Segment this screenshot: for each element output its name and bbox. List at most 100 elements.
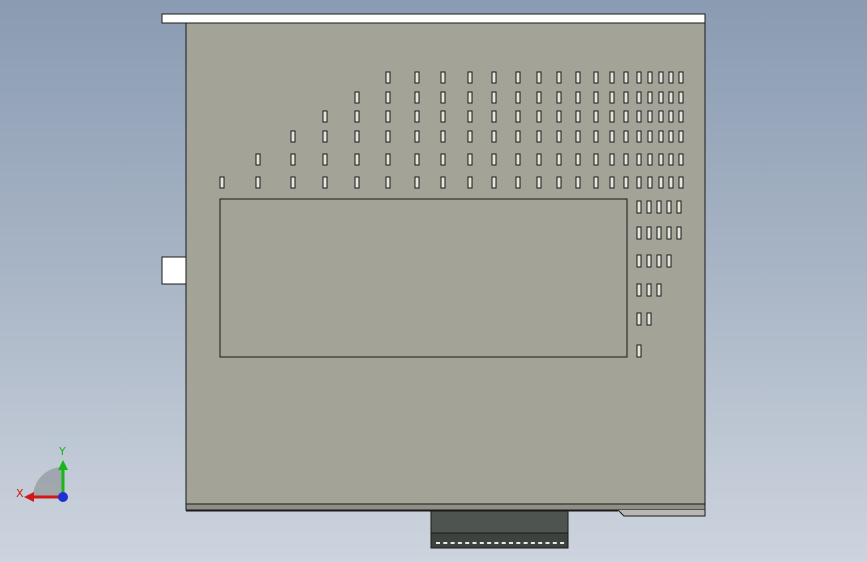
vent-slot <box>623 91 629 104</box>
vent-slot <box>636 312 642 326</box>
vent-slot <box>658 176 664 189</box>
vent-slot <box>636 110 642 123</box>
side-tab <box>161 256 187 285</box>
vent-slot <box>656 226 662 240</box>
top-flange <box>161 13 706 24</box>
vent-slot <box>440 176 446 189</box>
vent-slot <box>536 176 542 189</box>
vent-slot <box>647 130 653 143</box>
vent-slot <box>515 153 521 166</box>
vent-slot <box>666 226 672 240</box>
vent-slot <box>647 176 653 189</box>
vent-slot <box>609 71 615 84</box>
vent-slot <box>593 176 599 189</box>
vent-slot <box>658 91 664 104</box>
vent-slot <box>322 110 328 123</box>
vent-slot <box>668 176 674 189</box>
vent-slot <box>636 226 642 240</box>
vent-slot <box>354 110 360 123</box>
vent-slot <box>609 91 615 104</box>
axis-triad: X Y <box>16 445 68 502</box>
vent-slot <box>414 153 420 166</box>
vent-slot <box>656 200 662 214</box>
vent-slot <box>575 110 581 123</box>
vent-slot <box>536 130 542 143</box>
vent-slot <box>414 130 420 143</box>
vent-slot <box>515 130 521 143</box>
vent-slot <box>536 110 542 123</box>
vent-slot <box>575 130 581 143</box>
base-plate <box>186 509 706 517</box>
vent-slot <box>491 71 497 84</box>
y-axis-label: Y <box>58 445 66 458</box>
vent-slot <box>467 110 473 123</box>
vent-slot <box>656 283 662 297</box>
vent-slot <box>636 130 642 143</box>
vent-slot <box>646 312 652 326</box>
vent-slot <box>593 91 599 104</box>
vent-slots <box>219 71 684 358</box>
connector-pin <box>436 542 440 544</box>
vent-slot <box>678 130 684 143</box>
vent-slot <box>440 130 446 143</box>
vent-slot <box>556 130 562 143</box>
vent-slot <box>623 110 629 123</box>
x-axis-arrow <box>24 492 34 502</box>
vent-slot <box>678 176 684 189</box>
terminal-connector <box>430 510 569 549</box>
vent-slot <box>646 226 652 240</box>
connector-pin <box>552 542 557 544</box>
vent-slot <box>656 254 662 268</box>
vent-slot <box>623 153 629 166</box>
connector-pin <box>523 542 528 544</box>
connector-pin <box>465 542 470 544</box>
connector-pin <box>530 542 535 544</box>
vent-slot <box>646 254 652 268</box>
vent-slot <box>593 153 599 166</box>
vent-slot <box>556 91 562 104</box>
connector-pin <box>501 542 506 544</box>
vent-slot <box>385 91 391 104</box>
vent-slot <box>636 254 642 268</box>
vent-slot <box>440 71 446 84</box>
vent-slot <box>676 200 682 214</box>
vent-slot <box>322 176 328 189</box>
vent-slot <box>556 110 562 123</box>
vent-slot <box>290 130 296 143</box>
vent-slot <box>385 71 391 84</box>
vent-slot <box>575 153 581 166</box>
triad-plane <box>33 467 63 497</box>
y-axis-arrow <box>58 460 68 470</box>
vent-slot <box>623 130 629 143</box>
vent-slot <box>354 153 360 166</box>
vent-slot <box>385 110 391 123</box>
vent-slot <box>623 71 629 84</box>
vent-slot <box>678 153 684 166</box>
connector-pin <box>450 542 455 544</box>
vent-slot <box>676 226 682 240</box>
vent-slot <box>556 153 562 166</box>
vent-slot <box>440 110 446 123</box>
vent-slot <box>467 176 473 189</box>
vent-slot <box>491 176 497 189</box>
vent-slot <box>636 91 642 104</box>
vent-slot <box>647 110 653 123</box>
vent-slot <box>255 153 261 166</box>
z-axis-dot <box>58 492 68 502</box>
vent-slot <box>636 344 642 358</box>
vent-slot <box>623 176 629 189</box>
vent-slot <box>609 176 615 189</box>
connector-pin <box>472 542 477 544</box>
vent-slot <box>414 176 420 189</box>
connector-pin <box>509 542 513 544</box>
vent-slot <box>609 110 615 123</box>
vent-slot <box>467 71 473 84</box>
vent-slot <box>414 110 420 123</box>
vent-slot <box>536 91 542 104</box>
vent-slot <box>575 91 581 104</box>
vent-slot <box>556 71 562 84</box>
vent-slot <box>536 153 542 166</box>
vent-slot <box>467 130 473 143</box>
connector-pin <box>443 542 448 544</box>
